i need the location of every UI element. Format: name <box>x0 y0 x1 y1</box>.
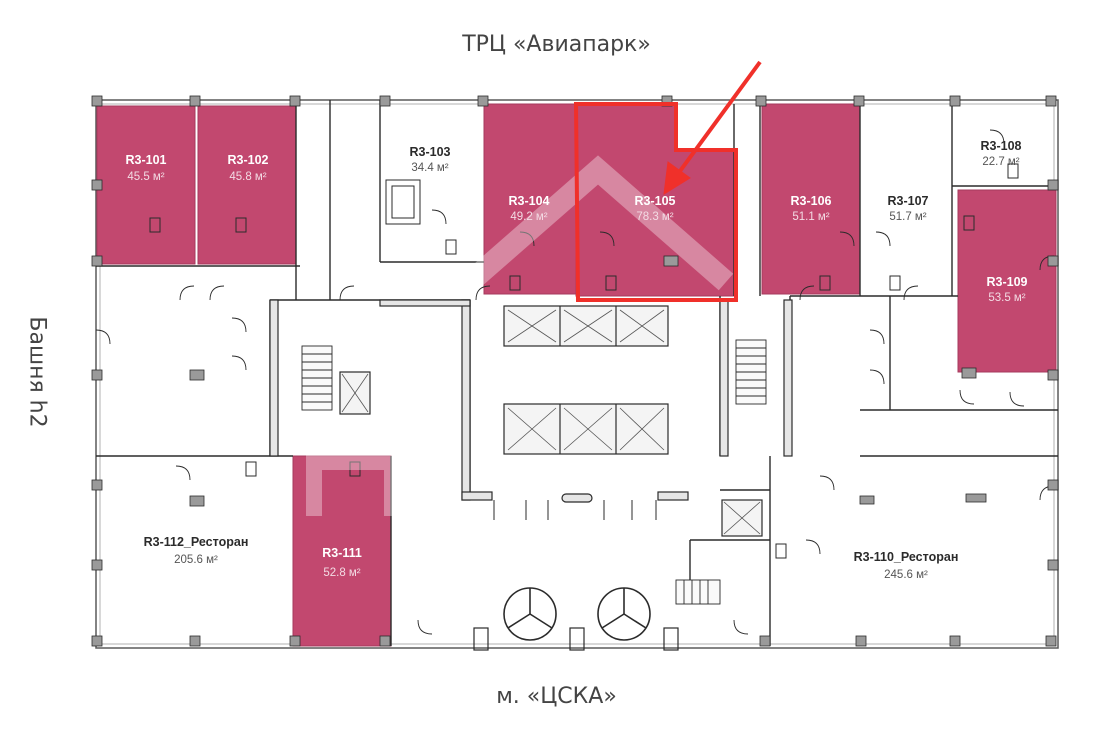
unit-name: R3-102 <box>228 153 269 167</box>
elevators <box>339 305 763 537</box>
unit-fill-r3-102[interactable] <box>197 105 297 265</box>
unit-name: R3-107 <box>888 194 929 208</box>
unit-area: 49.2 м² <box>510 211 547 223</box>
unit-name: R3-103 <box>410 145 451 159</box>
unit-area: 53.5 м² <box>988 292 1025 304</box>
unit-fill-r3-104[interactable] <box>483 103 577 295</box>
unit-name: R3-111 <box>322 546 362 560</box>
unit-name: R3-110_Ресторан <box>854 550 959 564</box>
unit-area: 22.7 м² <box>982 156 1019 168</box>
unit-area: 52.8 м² <box>323 567 360 579</box>
unit-area: 45.5 м² <box>127 171 164 183</box>
unit-area: 78.3 м² <box>636 211 673 223</box>
unit-name: R3-106 <box>791 194 832 208</box>
fixtures <box>149 163 1019 559</box>
unit-area: 51.1 м² <box>792 211 829 223</box>
unit-fill-r3-106[interactable] <box>761 103 861 295</box>
unit-name: R3-101 <box>126 153 167 167</box>
unit-name: R3-109 <box>987 275 1028 289</box>
direction-label-top: ТРЦ «Авиапарк» <box>462 32 651 57</box>
unit-area: 205.6 м² <box>174 554 218 566</box>
unit-name: R3-112_Ресторан <box>144 535 249 549</box>
entrance <box>473 500 679 651</box>
unit-name: R3-108 <box>981 139 1022 153</box>
unit-area: 245.6 м² <box>884 569 928 581</box>
watermark-logo <box>306 155 734 516</box>
unit-area: 34.4 м² <box>411 162 448 174</box>
unit-name: R3-104 <box>509 194 550 208</box>
core-walls <box>269 299 793 503</box>
unit-area: 45.8 м² <box>229 171 266 183</box>
unit-name: R3-105 <box>635 194 676 208</box>
highlight-annotation <box>573 60 762 302</box>
unit-fill-r3-101[interactable] <box>96 105 196 265</box>
unit-labels: R3-101 45.5 м² R3-102 45.8 м² R3-103 34.… <box>126 139 1028 581</box>
elevator-crosses <box>341 309 761 535</box>
unit-area: 51.7 м² <box>889 211 926 223</box>
columns <box>91 95 1059 647</box>
stairs <box>301 339 767 605</box>
unit-fill-r3-111[interactable] <box>292 455 392 647</box>
direction-label-bottom: м. «ЦСКА» <box>496 684 617 709</box>
